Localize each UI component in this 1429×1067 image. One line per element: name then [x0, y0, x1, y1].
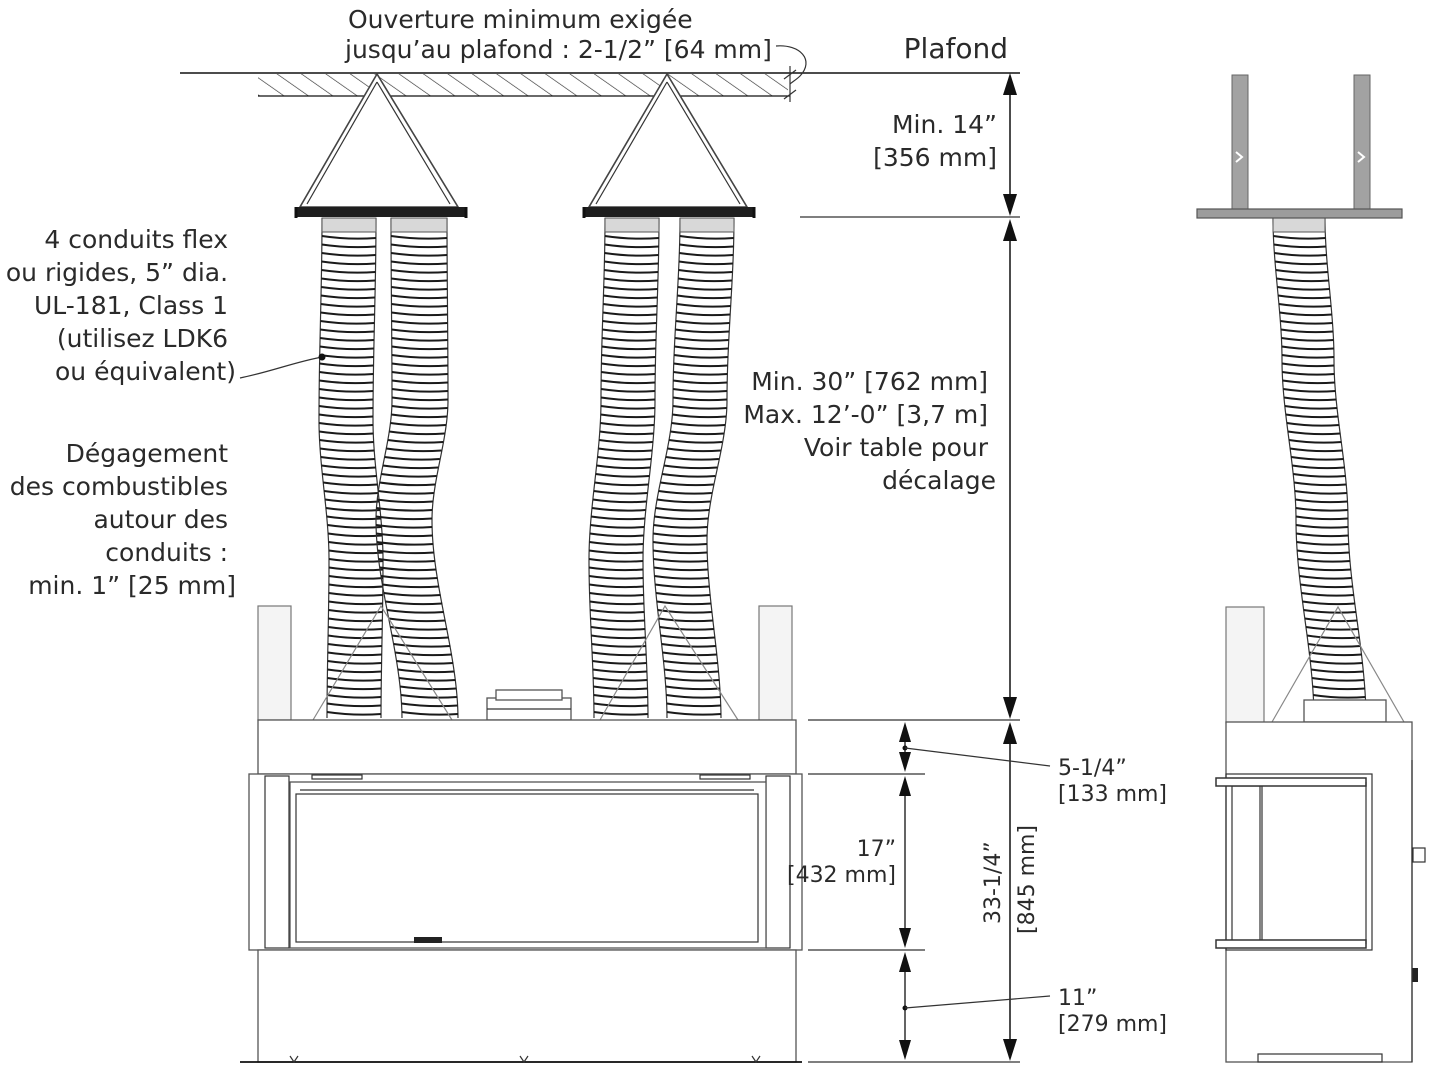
dim-5-1-4-line1: 5-1/4” — [1058, 756, 1127, 781]
ceiling-gap-label-line2: jusqu’au plafond : 2-1/2” [64 mm] — [344, 35, 772, 64]
side-flex-duct — [1272, 217, 1367, 719]
ducts-label-line: 4 conduits flex — [44, 225, 228, 254]
dim-33-line2: [845 mm] — [1015, 825, 1040, 934]
flex-duct-1 — [318, 217, 384, 719]
standoff-right — [758, 605, 793, 721]
fireplace-top-section — [257, 719, 797, 775]
dim-5-1-4-line2: [133 mm] — [1058, 782, 1167, 807]
ceiling-label: Plafond — [904, 32, 1008, 65]
clearance-label-line: des combustibles — [10, 472, 228, 501]
side-view — [1196, 74, 1426, 1063]
duct-length-label: Min. 30” [762 mm] Max. 12’-0” [3,7 m] Vo… — [743, 367, 996, 495]
ducts-label-line: UL-181, Class 1 — [34, 291, 228, 320]
ceiling-gap-label-line1: Ouverture minimum exigée — [348, 5, 693, 34]
duct-length-label-line: Max. 12’-0” [3,7 m] — [743, 400, 988, 429]
standoff-left — [257, 605, 292, 721]
min14-label-line2: [356 mm] — [873, 143, 997, 172]
ducts-callout — [239, 353, 326, 379]
dim-11-line1: 11” — [1058, 986, 1097, 1011]
ducts-label-line: ou équivalent) — [55, 357, 236, 386]
flex-duct-3 — [588, 217, 660, 719]
dimension-lines — [800, 73, 1051, 1063]
diffuser-left — [294, 72, 468, 218]
ducts-label-line: ou rigides, 5” dia. — [6, 258, 228, 287]
flex-duct-4 — [652, 217, 735, 719]
fireplace-front — [240, 604, 803, 1064]
clearance-label-line: min. 1” [25 mm] — [28, 571, 236, 600]
dim-17-line2: [432 mm] — [787, 863, 896, 888]
duct-length-label-line: Voir table pour — [804, 433, 989, 462]
min14-label-line1: Min. 14” — [892, 110, 997, 139]
side-plenum-plate — [1196, 208, 1403, 219]
side-body — [1225, 721, 1413, 1063]
flex-ducts — [318, 217, 1367, 719]
duct-length-label-line: Min. 30” [762 mm] — [751, 367, 988, 396]
ducts-label-line: (utilisez LDK6 — [57, 324, 228, 353]
ceiling-hatch — [258, 74, 788, 96]
ceiling — [180, 45, 1020, 102]
ducts-label: 4 conduits flex ou rigides, 5” dia. UL-1… — [6, 225, 236, 386]
clearance-label-line: conduits : — [105, 538, 228, 567]
clearance-label-line: autour des — [93, 505, 228, 534]
duct-length-label-line: décalage — [882, 466, 996, 495]
clearance-label: Dégagement des combustibles autour des c… — [10, 439, 236, 600]
dim-33-line1: 33-1/4” — [981, 841, 1006, 924]
dim-17-line1: 17” — [857, 837, 896, 862]
clearance-label-line: Dégagement — [66, 439, 229, 468]
fireplace-bottom-section — [257, 949, 797, 1063]
diffuser-right — [582, 72, 756, 218]
flex-duct-2 — [375, 217, 459, 719]
dim-11-line2: [279 mm] — [1058, 1012, 1167, 1037]
